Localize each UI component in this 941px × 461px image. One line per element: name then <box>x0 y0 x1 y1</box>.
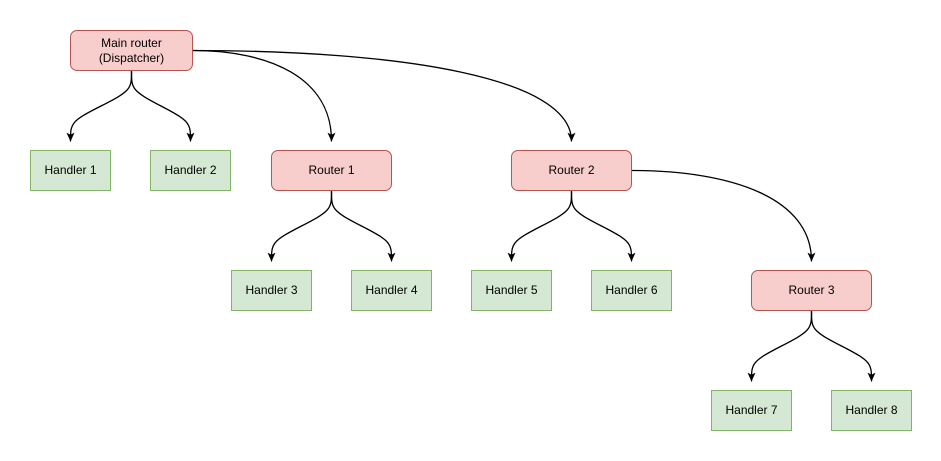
node-handler-8[interactable]: Handler 8 <box>831 390 912 431</box>
node-label: Main router (Dispatcher) <box>98 35 165 65</box>
node-handler-5[interactable]: Handler 5 <box>471 270 552 311</box>
node-handler-4[interactable]: Handler 4 <box>351 270 432 311</box>
node-router-3[interactable]: Router 3 <box>751 270 872 311</box>
node-handler-3[interactable]: Handler 3 <box>231 270 312 311</box>
node-label: Handler 3 <box>245 283 298 297</box>
node-handler-2[interactable]: Handler 2 <box>150 150 231 191</box>
node-label: Handler 7 <box>725 403 778 417</box>
edge-router-2-to-handler-6 <box>570 190 636 262</box>
edge-router-2-to-router-3 <box>631 169 816 262</box>
edge-router-1-to-handler-3 <box>267 190 333 262</box>
node-label: Handler 6 <box>605 283 658 297</box>
node-main-router[interactable]: Main router (Dispatcher) <box>70 30 193 71</box>
node-router-2[interactable]: Router 2 <box>511 150 632 191</box>
edge-main-router-to-handler-1 <box>66 70 133 142</box>
node-handler-1[interactable]: Handler 1 <box>30 150 111 191</box>
node-label: Handler 1 <box>44 163 97 177</box>
node-label: Handler 8 <box>845 403 898 417</box>
node-label: Handler 5 <box>485 283 538 297</box>
edge-main-router-to-router-2 <box>192 49 576 142</box>
edge-paths <box>66 49 876 382</box>
edge-router-2-to-handler-5 <box>507 190 573 262</box>
node-handler-6[interactable]: Handler 6 <box>591 270 672 311</box>
edge-main-router-to-router-1 <box>192 49 336 142</box>
edge-router-3-to-handler-8 <box>810 310 876 382</box>
node-router-1[interactable]: Router 1 <box>271 150 392 191</box>
node-handler-7[interactable]: Handler 7 <box>711 390 792 431</box>
node-label: Handler 2 <box>164 163 217 177</box>
node-label: Router 1 <box>308 163 355 177</box>
node-label: Handler 4 <box>365 283 418 297</box>
node-label: Router 2 <box>548 163 595 177</box>
edge-main-router-to-handler-2 <box>130 70 195 142</box>
edge-router-3-to-handler-7 <box>747 310 813 382</box>
node-label: Router 3 <box>788 283 835 297</box>
edge-router-1-to-handler-4 <box>330 190 396 262</box>
